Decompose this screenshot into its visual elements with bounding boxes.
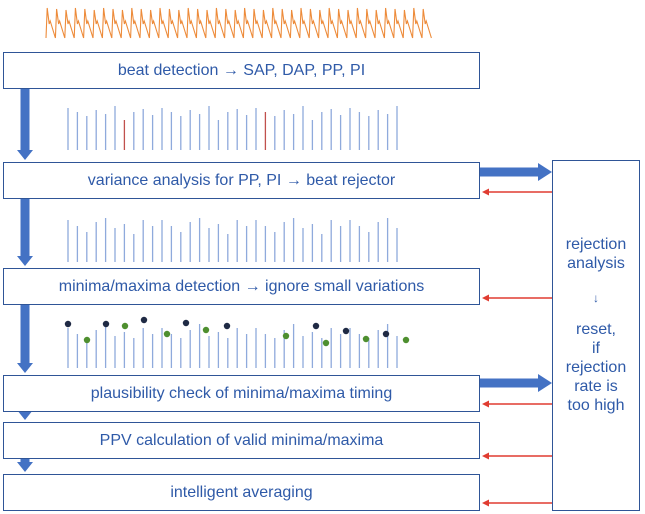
step-ppv-calculation: PPV calculation of valid minima/maxima (3, 422, 480, 459)
feedback-arrowhead (482, 400, 489, 408)
step-label: variance analysis for PP, PI → beat reje… (87, 171, 396, 189)
maxima-dot (182, 319, 190, 327)
feedback-arrowhead (482, 499, 489, 507)
flow-right-arrow (480, 163, 552, 181)
pulse-waveform (45, 7, 432, 39)
step-label: intelligent averaging (170, 483, 313, 501)
minima-dot (163, 330, 171, 338)
side-title-line: analysis (567, 255, 625, 272)
step-label: minima/maxima detection → ignore small v… (58, 277, 425, 295)
maxima-dot (140, 316, 148, 324)
step-plausibility-check: plausibility check of minima/maxima timi… (3, 375, 480, 412)
side-body-line: if (592, 340, 600, 357)
step-minima-maxima-detection: minima/maxima detection → ignore small v… (3, 268, 480, 305)
flow-arrows (17, 89, 552, 472)
minima-dot (322, 339, 330, 347)
minima-dot (402, 336, 410, 344)
minima-dot (282, 332, 290, 340)
beat-lines-detected (67, 106, 398, 150)
maxima-dot (312, 322, 320, 330)
feedback-arrowhead (482, 452, 489, 460)
side-body-line: rejection (565, 359, 627, 376)
rejection-analysis-box: rejection analysis ↓ reset, if rejection… (552, 160, 640, 511)
step-label: plausibility check of minima/maxima timi… (90, 384, 393, 402)
flow-down-arrow (17, 410, 33, 420)
minima-dot (362, 335, 370, 343)
maxima-dot (223, 322, 231, 330)
minima-dot (202, 326, 210, 334)
maxima-dot (64, 320, 72, 328)
beat-lines-filtered (67, 218, 398, 262)
side-body-line: rate is (574, 378, 618, 395)
flow-down-arrow (17, 89, 33, 160)
flow-down-arrow (17, 459, 33, 472)
maxima-dot (382, 330, 390, 338)
side-body-line: reset, (575, 321, 616, 338)
maxima-dot (342, 327, 350, 335)
step-label: beat detection → SAP, DAP, PP, PI (117, 61, 366, 79)
down-arrow-icon: ↓ (593, 291, 599, 305)
maxima-dot (102, 320, 110, 328)
beat-lines-extrema (64, 316, 410, 368)
minima-dot (83, 336, 91, 344)
step-intelligent-averaging: intelligent averaging (3, 474, 480, 511)
flow-right-arrow (480, 374, 552, 392)
side-title-line: rejection (565, 236, 627, 253)
feedback-arrows (482, 188, 552, 507)
feedback-arrowhead (482, 294, 489, 302)
flow-down-arrow (17, 305, 33, 373)
step-label: PPV calculation of valid minima/maxima (99, 431, 384, 449)
step-variance-analysis: variance analysis for PP, PI → beat reje… (3, 162, 480, 199)
side-body-line: too high (567, 397, 625, 414)
waveform-trace (45, 7, 432, 39)
step-beat-detection: beat detection → SAP, DAP, PP, PI (3, 52, 480, 89)
feedback-arrowhead (482, 188, 489, 196)
minima-dot (121, 322, 129, 330)
flow-down-arrow (17, 199, 33, 266)
